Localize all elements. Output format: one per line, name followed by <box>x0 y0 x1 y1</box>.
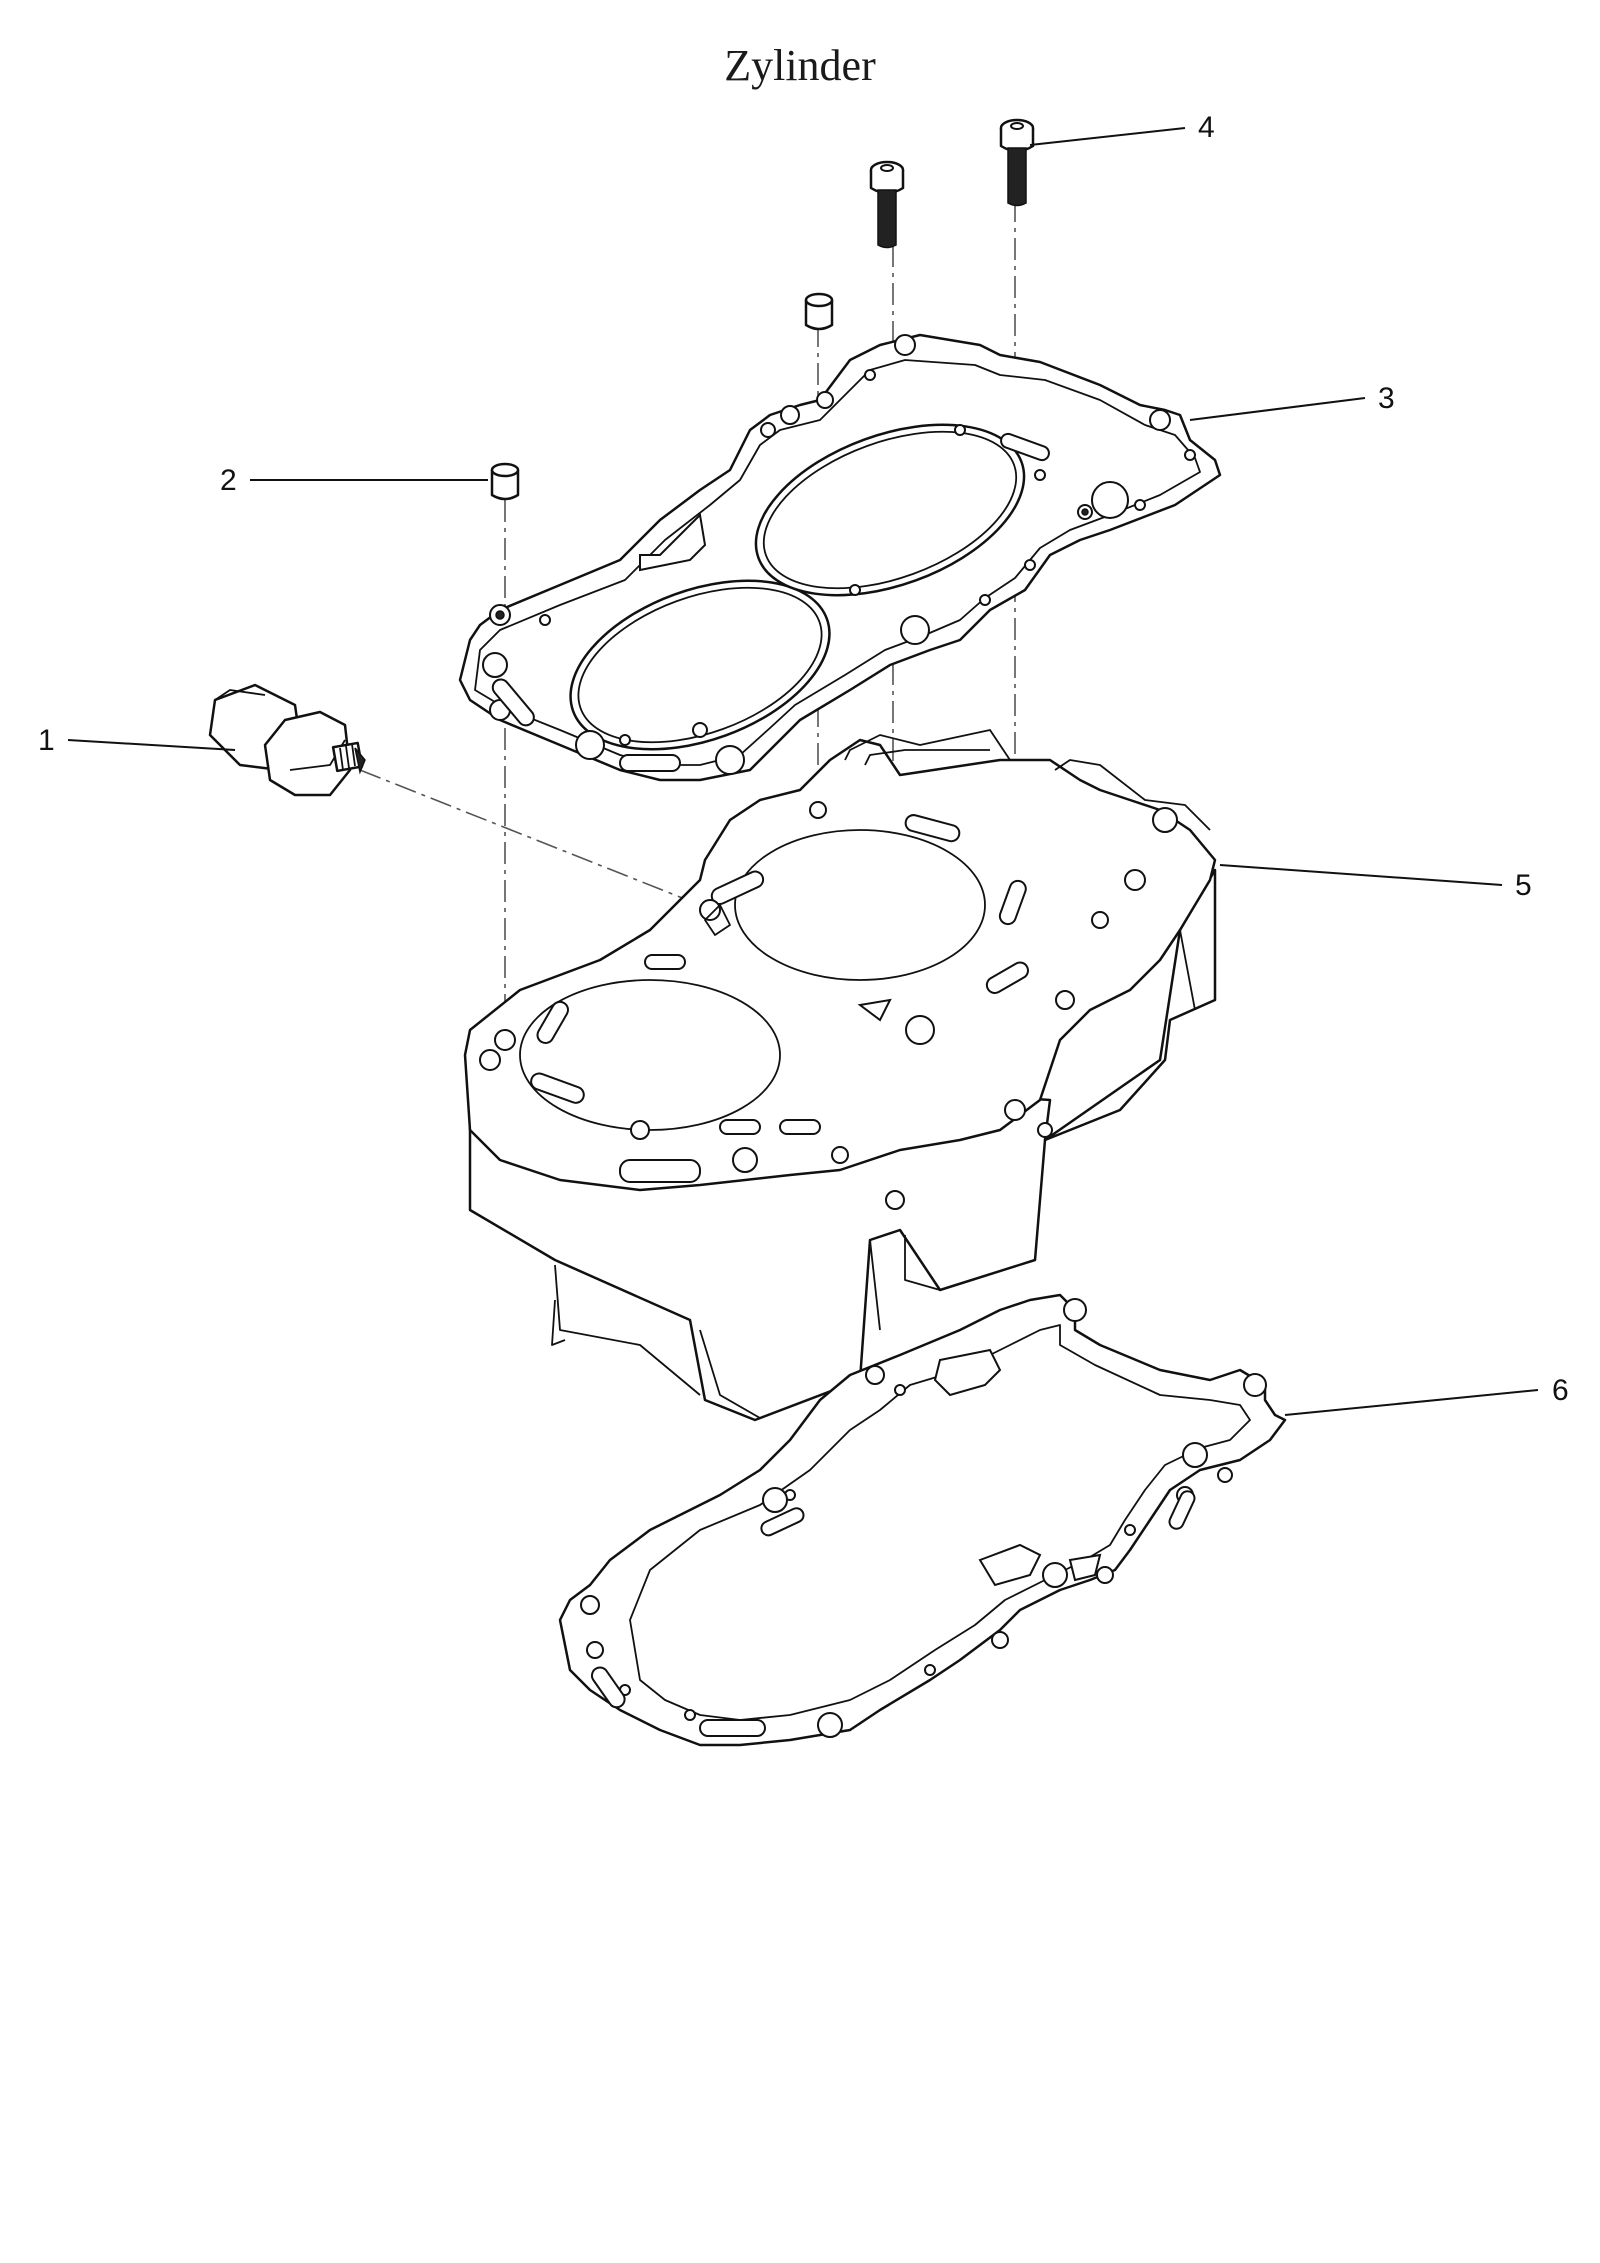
head-gasket <box>458 333 1222 782</box>
callout-2: 2 <box>220 464 488 497</box>
cylinder-block <box>463 729 1217 1422</box>
page-title: Zylinder <box>724 41 876 90</box>
base-gasket <box>558 1293 1287 1747</box>
bolt-left <box>869 160 905 249</box>
pressure-switch <box>208 683 366 797</box>
callout-5: 5 <box>1219 864 1532 902</box>
callout-label-5: 5 <box>1515 869 1532 902</box>
dowel-pins <box>490 292 834 501</box>
callout-label-3: 3 <box>1378 382 1395 415</box>
callout-label-1: 1 <box>38 724 55 757</box>
callout-3: 3 <box>1189 382 1395 421</box>
bolt-right <box>999 118 1035 207</box>
callout-4: 4 <box>1029 111 1215 146</box>
callout-label-4: 4 <box>1198 111 1215 144</box>
callout-6: 6 <box>1284 1374 1569 1416</box>
dowel-pin-front <box>490 462 520 501</box>
dowel-pin-rear <box>804 292 834 331</box>
callout-1: 1 <box>38 724 236 757</box>
callout-label-6: 6 <box>1552 1374 1569 1407</box>
head-bolts <box>869 118 1035 249</box>
callout-label-2: 2 <box>220 464 237 497</box>
